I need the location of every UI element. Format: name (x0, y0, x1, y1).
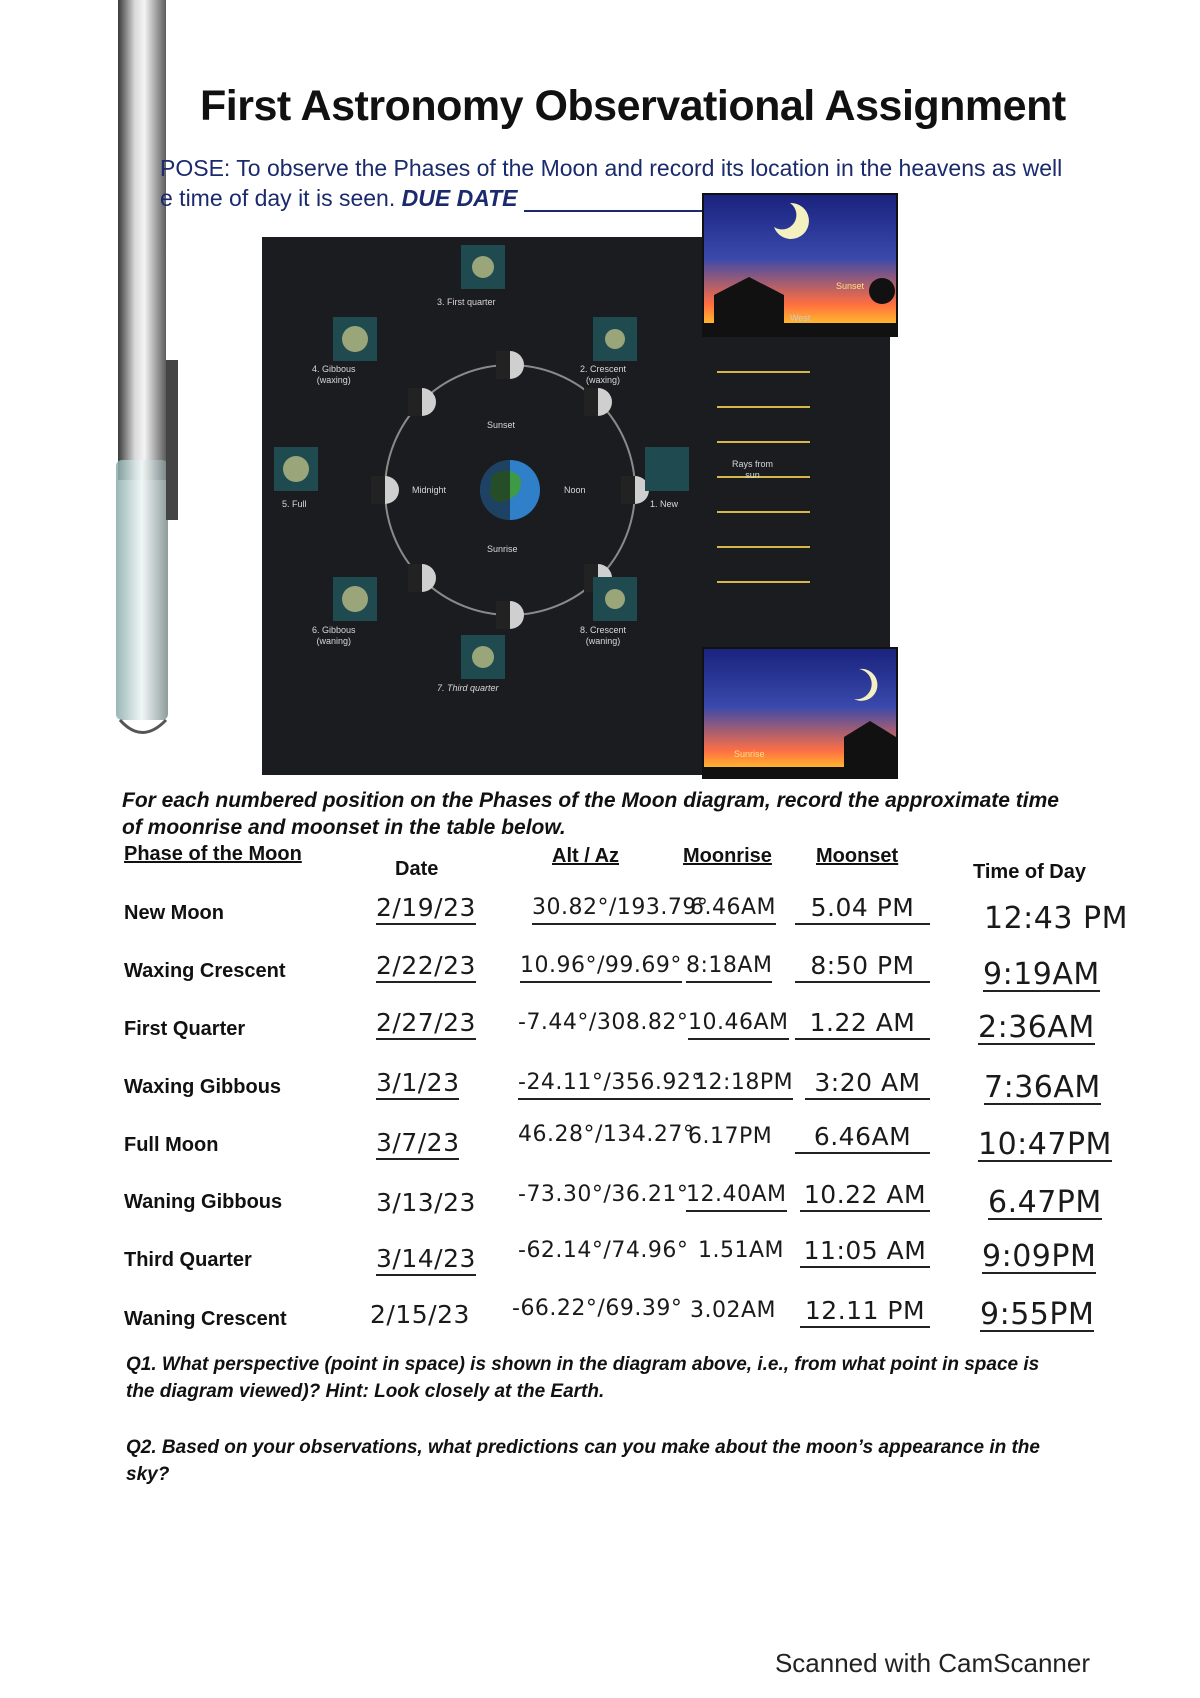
moonset-value: 1.22 AM (795, 1008, 930, 1040)
phase-name: Full Moon (124, 1134, 219, 1156)
inset-sunrise-label: Sunrise (734, 749, 765, 759)
moonrise-value: 1.51AM (698, 1238, 785, 1263)
altaz-value: 10.96°/99.69° (520, 951, 682, 983)
moonrise-value: 12:18PM (694, 1068, 794, 1100)
header-altaz: Alt / Az (552, 845, 620, 867)
altaz-value: -7.44°/308.82° (518, 1010, 689, 1035)
label-gibbous-waxing: 4. Gibbous (waxing) (312, 364, 356, 385)
due-date-label: DUE DATE (401, 185, 518, 211)
purpose-line-1: POSE: To observe the Phases of the Moon … (160, 155, 1063, 181)
purpose-line-2: e time of day it is seen. DUE DATE . (160, 185, 725, 212)
table-instructions: For each numbered position on the Phases… (122, 789, 1059, 839)
label-midnight: Midnight (412, 485, 447, 495)
altaz-value: -73.30°/36.21° (518, 1182, 689, 1207)
label-full: 5. Full (282, 499, 307, 509)
label-first-quarter: 3. First quarter (437, 297, 496, 307)
date-value: 2/19/23 (376, 893, 476, 925)
label-new: 1. New (650, 499, 679, 509)
phase-name: First Quarter (124, 1018, 246, 1040)
time-of-day-value: 10:47PM (978, 1127, 1112, 1162)
label-gibbous-waning: 6. Gibbous (waning) (312, 625, 356, 646)
altaz-value: -66.22°/69.39° (512, 1296, 683, 1321)
altaz-value: 30.82°/193.79° (532, 893, 709, 925)
page-title: First Astronomy Observational Assignment (200, 82, 1066, 130)
moonset-value: 6.46AM (795, 1122, 930, 1154)
header-moonset: Moonset (816, 845, 899, 867)
purpose-text: e time of day it is seen. (160, 185, 396, 211)
sunset-inset: Sunset West (702, 193, 898, 337)
time-of-day-value: 7:36AM (984, 1070, 1101, 1105)
label-sunset: Sunset (487, 420, 516, 430)
orbit-diagram (274, 245, 810, 679)
date-value: 3/13/23 (376, 1188, 476, 1217)
label-crescent-waning: 8. Crescent (waning) (580, 625, 627, 646)
time-of-day-value: 6.47PM (988, 1185, 1102, 1220)
time-of-day-value: 12:43 PM (984, 901, 1128, 936)
header-date: Date (395, 858, 439, 880)
header-moonrise: Moonrise (683, 845, 772, 867)
label-rays-from-sun: Rays from sun (732, 459, 774, 480)
time-of-day-value: 9:09PM (982, 1239, 1097, 1274)
altaz-value: 46.28°/134.27° (518, 1122, 695, 1147)
pen-image (116, 0, 178, 734)
scanner-watermark: Scanned with CamScanner (774, 1648, 1090, 1678)
time-of-day-value: 9:55PM (980, 1297, 1095, 1332)
label-crescent-waxing: 2. Crescent (waxing) (580, 364, 627, 385)
moon-phases-diagram: 3. First quarter 4. Gibbous (waxing) 2. … (262, 193, 898, 779)
date-value: 3/7/23 (376, 1128, 460, 1160)
moonrise-value: 10.46AM (688, 1008, 789, 1040)
moonset-value: 3:20 AM (805, 1068, 930, 1100)
date-value: 3/14/23 (376, 1244, 476, 1276)
label-sunrise: Sunrise (487, 544, 518, 554)
question-2: Q2. Based on your observations, what pre… (126, 1437, 1040, 1485)
inset-west-label: West (790, 313, 811, 323)
moonset-value: 5.04 PM (795, 893, 930, 925)
moonrise-value: 6.46AM (690, 893, 777, 925)
date-value: 2/27/23 (376, 1008, 476, 1040)
phase-name: New Moon (124, 902, 224, 924)
label-noon: Noon (564, 485, 586, 495)
phase-name: Waxing Gibbous (124, 1076, 282, 1098)
moonrise-value: 8:18AM (686, 951, 773, 983)
phase-name: Waning Crescent (124, 1308, 287, 1330)
moonset-value: 12.11 PM (800, 1296, 930, 1328)
moonrise-value: 3.02AM (690, 1298, 777, 1323)
altaz-value: -24.11°/356.92° (518, 1068, 703, 1100)
header-phase: Phase of the Moon (124, 843, 302, 865)
moonset-value: 10.22 AM (800, 1180, 930, 1212)
sunrise-inset: Sunrise (702, 647, 898, 779)
phase-name: Third Quarter (124, 1249, 252, 1271)
date-value: 2/22/23 (376, 951, 476, 983)
label-third-quarter: 7. Third quarter (437, 683, 499, 693)
moonrise-value: 12.40AM (686, 1180, 787, 1212)
altaz-value: -62.14°/74.96° (518, 1238, 689, 1263)
header-time-of-day: Time of Day (973, 861, 1086, 883)
inset-sunset-label: Sunset (836, 281, 865, 291)
moonset-value: 8:50 PM (795, 951, 930, 983)
date-value: 2/15/23 (370, 1300, 470, 1329)
moonrise-value: 6.17PM (688, 1124, 773, 1149)
question-1: Q1. What perspective (point in space) is… (126, 1354, 1040, 1402)
phase-name: Waxing Crescent (124, 960, 286, 982)
moonset-value: 11:05 AM (800, 1236, 930, 1268)
time-of-day-value: 2:36AM (978, 1010, 1095, 1045)
phase-name: Waning Gibbous (124, 1191, 283, 1213)
date-value: 3/1/23 (376, 1068, 460, 1100)
due-date-blank (523, 188, 719, 212)
time-of-day-value: 9:19AM (983, 957, 1100, 992)
